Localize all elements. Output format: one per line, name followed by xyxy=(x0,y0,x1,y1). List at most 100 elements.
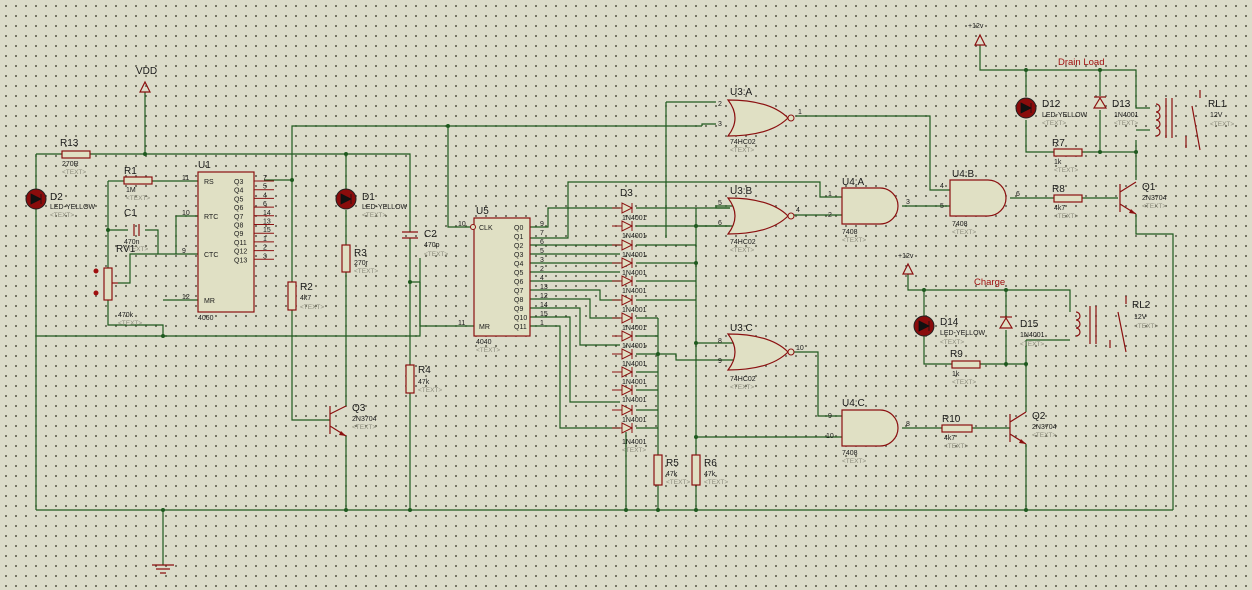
q3-value: 2N3704 xyxy=(352,416,377,423)
u5-pin-number: 3 xyxy=(540,257,544,264)
q2-value: 2N3704 xyxy=(1032,424,1057,431)
u3a-note: <TEXT> xyxy=(730,147,754,154)
u1-pin-name: MR xyxy=(204,298,215,305)
d1-value: LED-YELLOW xyxy=(362,204,408,211)
diode-1n4001[interactable]: 1N4001 xyxy=(612,404,647,424)
capacitor-c2[interactable]: C2 470p <TEXT> xyxy=(402,229,448,258)
diode-value-label: 1N4001 xyxy=(622,417,647,424)
led-d2[interactable]: D2 LED-YELLOW <TEXT> xyxy=(25,188,96,219)
diode-value-label: 1N4001 xyxy=(622,361,647,368)
resistor-r3[interactable]: R3 270r <TEXT> xyxy=(341,244,378,275)
d12-note: <TEXT> xyxy=(1042,120,1066,127)
and-gate-u4a[interactable]: U4:A 7408 <TEXT> 1 2 3 xyxy=(828,177,910,244)
and-gate-u4c[interactable]: U4:C 7408 <TEXT> 9 10 8 xyxy=(826,398,910,465)
nor-gate-u3a[interactable]: U3:A 74HC02 <TEXT> 2 3 1 xyxy=(718,87,802,154)
d12-ref: D12 xyxy=(1042,99,1061,110)
diode-1n4001[interactable]: 1N4001 xyxy=(612,330,647,350)
d2-ref: D2 xyxy=(50,192,63,203)
diode-1n4001[interactable]: 1N4001 xyxy=(612,275,647,295)
d2-note: <TEXT> xyxy=(50,212,74,219)
relay-rl1[interactable]: RL1 12V <TEXT> xyxy=(1155,90,1234,151)
capacitor-c1[interactable]: C1 470n <TEXT> xyxy=(124,208,148,253)
diode-body xyxy=(621,239,634,251)
d12-value: LED-YELLOW xyxy=(1042,112,1088,119)
q1-value: 2N3704 xyxy=(1142,195,1167,202)
u5-pin-number: 6 xyxy=(540,239,544,246)
diode-d13[interactable]: D13 1N4001 <TEXT> xyxy=(1092,96,1139,127)
u3c-note: <TEXT> xyxy=(730,384,754,391)
rl2-ref: RL2 xyxy=(1132,300,1151,311)
q2-note: <TEXT> xyxy=(1032,432,1056,439)
u5-pin-name: Q3 xyxy=(514,252,523,259)
resistor-r2[interactable]: R2 4k7 <TEXT> xyxy=(287,281,324,311)
diode-1n4001[interactable]: 1N4001 xyxy=(612,348,647,368)
diode-body xyxy=(621,384,634,396)
u5-right-pins: Q09Q17Q26Q35Q43Q52Q64Q713Q812Q914Q1015Q1… xyxy=(514,221,548,331)
potentiometer-rv1[interactable]: RV1 470k <TEXT> xyxy=(93,244,143,327)
d13-ref: D13 xyxy=(1112,99,1131,110)
d15-ref: D15 xyxy=(1020,319,1039,330)
led-d14[interactable]: D14 LED-YELLOW <TEXT> xyxy=(913,315,986,346)
diode-1n4001[interactable] xyxy=(612,422,634,434)
u4c-pin-in1: 9 xyxy=(828,413,832,420)
diode-1n4001[interactable]: 1N4001 xyxy=(612,239,647,259)
u1-pin-name: Q8 xyxy=(234,223,243,230)
resistor-r4[interactable]: R4 47k <TEXT> xyxy=(405,364,442,394)
and-gate-u4b[interactable]: U4:B 7408 <TEXT> 4 5 6 xyxy=(940,169,1020,236)
diode-1n4001[interactable]: 1N4001 xyxy=(612,312,647,332)
u4a-pin-out: 3 xyxy=(906,199,910,206)
u5-pin-name: Q8 xyxy=(514,297,523,304)
u5-pin-name: MR xyxy=(479,324,490,331)
relay-rl2[interactable]: RL2 12V <TEXT> xyxy=(1075,296,1158,353)
diode-1n4001[interactable]: 1N4001 xyxy=(612,366,647,386)
led-d12[interactable]: D12 LED-YELLOW <TEXT> xyxy=(1015,97,1088,127)
transistor-q2[interactable]: Q2 2N3704 <TEXT> xyxy=(1009,411,1057,445)
u5-pin-name: Q5 xyxy=(514,270,523,277)
r10-ref: R10 xyxy=(942,414,961,425)
u1-ref: U1 xyxy=(198,160,211,171)
diode-d15[interactable]: D15 1N4001 <TEXT> xyxy=(998,316,1045,348)
u5-pin-number: 9 xyxy=(540,221,544,228)
led-d1[interactable]: D1 LED-YELLOW <TEXT> xyxy=(335,188,408,219)
diode-1n4001[interactable]: 1N4001 xyxy=(612,220,647,240)
diode-1n4001[interactable]: 1N4001 xyxy=(612,384,647,404)
transistor-q3[interactable]: Q3 2N3704 <TEXT> xyxy=(329,403,377,437)
diode-body xyxy=(621,202,634,214)
transistor-q1[interactable]: Q1 2N3704 <TEXT> xyxy=(1119,181,1167,215)
resistor-r6[interactable]: R6 47k <TEXT> xyxy=(691,454,728,486)
u3a-value: 74HC02 xyxy=(730,139,756,146)
q3-note: <TEXT> xyxy=(352,424,376,431)
d1-note: <TEXT> xyxy=(362,212,386,219)
u4c-pin-out: 8 xyxy=(906,421,910,428)
diode-1n4001[interactable]: 1N4001 xyxy=(612,294,647,314)
r4-value: 47k xyxy=(418,379,430,386)
r3-value: 270r xyxy=(354,260,369,267)
resistor-r13[interactable]: R13 270R <TEXT> xyxy=(60,138,91,176)
resistor-r1[interactable]: R1 1M <TEXT> xyxy=(123,166,153,202)
rl2-note: <TEXT> xyxy=(1134,323,1158,330)
diode-1n4001[interactable]: 1N4001 xyxy=(612,202,647,222)
resistor-r8[interactable]: R8 4k7 <TEXT> xyxy=(1052,184,1083,220)
resistor-r7[interactable]: R7 1k <TEXT> xyxy=(1052,138,1083,174)
r8-note: <TEXT> xyxy=(1054,213,1078,220)
u5-pin-number: 7 xyxy=(540,230,544,237)
c1-ref: C1 xyxy=(124,208,137,219)
u1-pin-number: 1 xyxy=(263,236,267,243)
u4b-note: <TEXT> xyxy=(952,229,976,236)
u5-pin-name: Q1 xyxy=(514,234,523,241)
diode-value-label: 1N4001 xyxy=(622,270,647,277)
nor-gate-u3c[interactable]: U3:C 74HC02 <TEXT> 8 9 10 xyxy=(718,323,804,391)
u5-pin-name: Q6 xyxy=(514,279,523,286)
resistor-r10[interactable]: R10 4k7 <TEXT> xyxy=(941,414,973,450)
resistor-r9[interactable]: R9 1k <TEXT> xyxy=(950,349,981,386)
r5-ref: R5 xyxy=(666,458,679,469)
diode-1n4001[interactable]: 1N4001 xyxy=(612,257,647,277)
nor-gate-u3b[interactable]: U3:B 74HC02 <TEXT> 5 6 4 xyxy=(718,186,800,254)
resistor-r5[interactable]: R5 47k <TEXT> xyxy=(653,454,690,486)
vdd-terminal: VDD xyxy=(136,66,157,93)
